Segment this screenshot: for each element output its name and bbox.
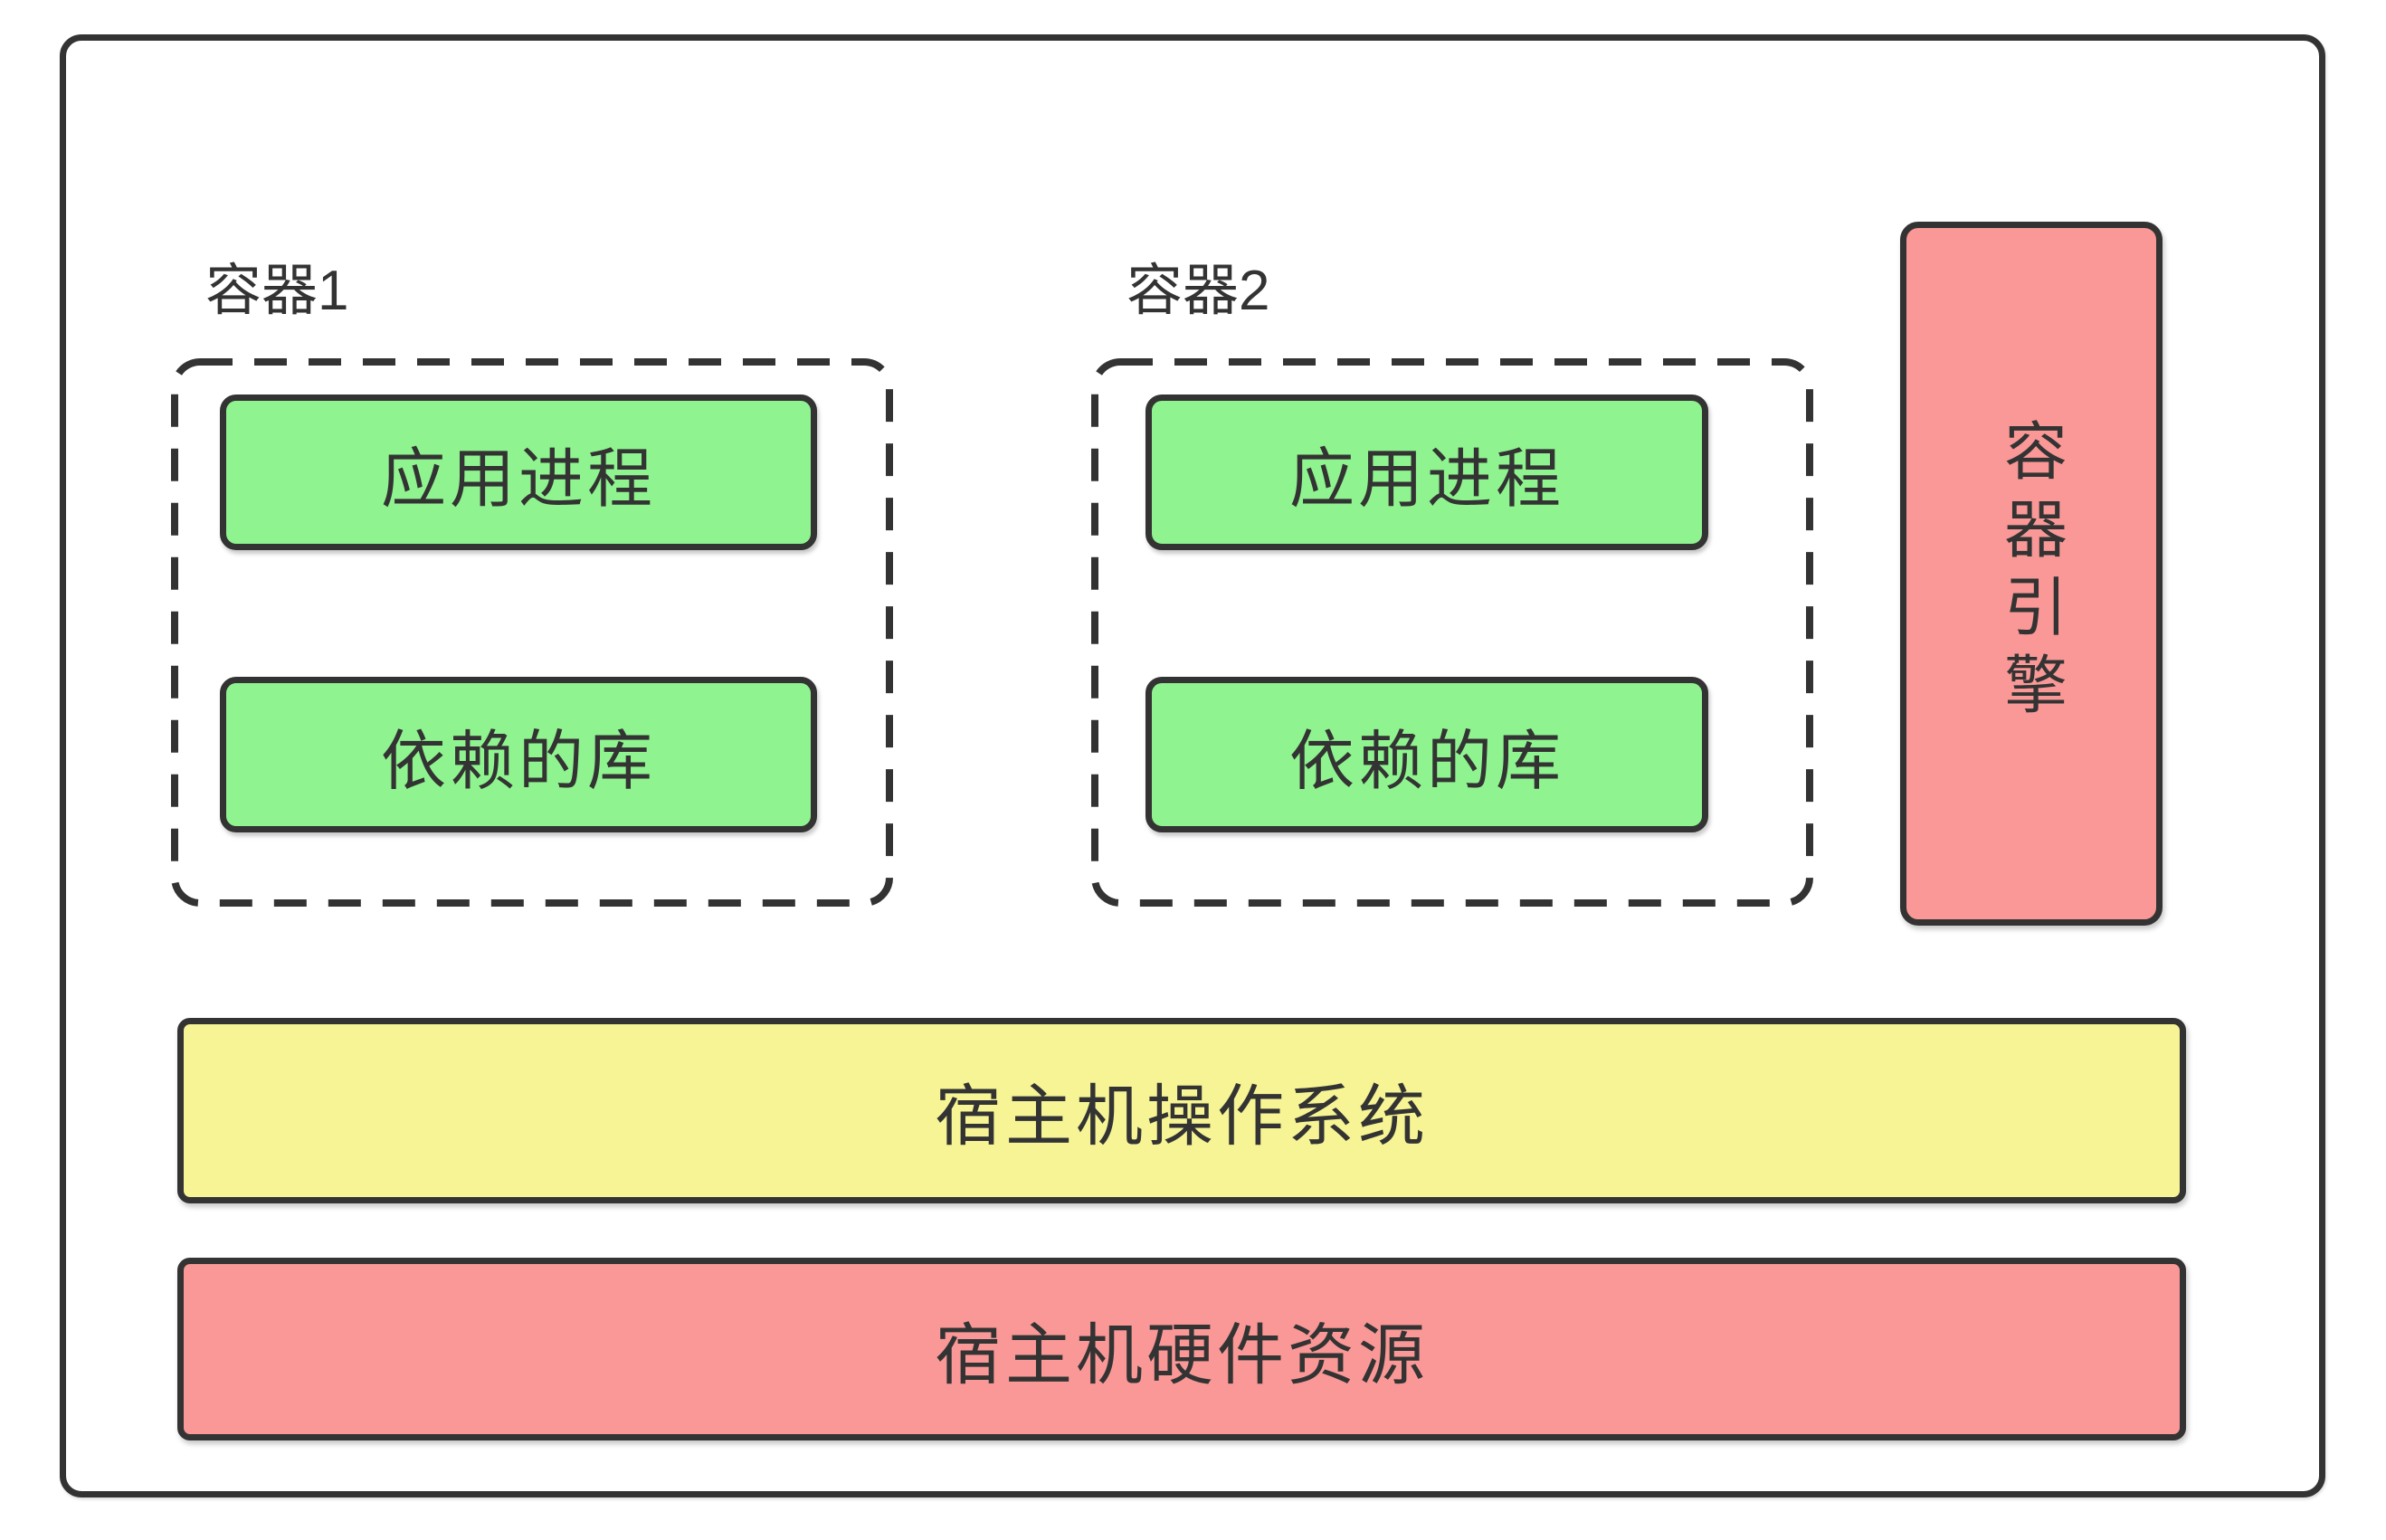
container2-dependent-libs-box: 依赖的库: [1145, 677, 1708, 832]
container1-dashed-rect: [171, 358, 893, 907]
container1-dependent-libs-box: 依赖的库: [220, 677, 817, 832]
container2-label: 容器2: [1126, 260, 1270, 322]
container-engine-box: 容器引擎: [1900, 222, 2163, 926]
host-hardware-bar: 宿主机硬件资源: [177, 1258, 2186, 1440]
container1-app-process-box: 应用进程: [220, 395, 817, 550]
container2-dashed-rect: [1091, 358, 1813, 907]
host-os-bar: 宿主机操作系统: [177, 1018, 2186, 1203]
container1-dashed-border: [171, 358, 893, 907]
container2-app-process-box: 应用进程: [1145, 395, 1708, 550]
container2-dashed-border: [1091, 358, 1813, 907]
container1-label: 容器1: [205, 260, 349, 322]
